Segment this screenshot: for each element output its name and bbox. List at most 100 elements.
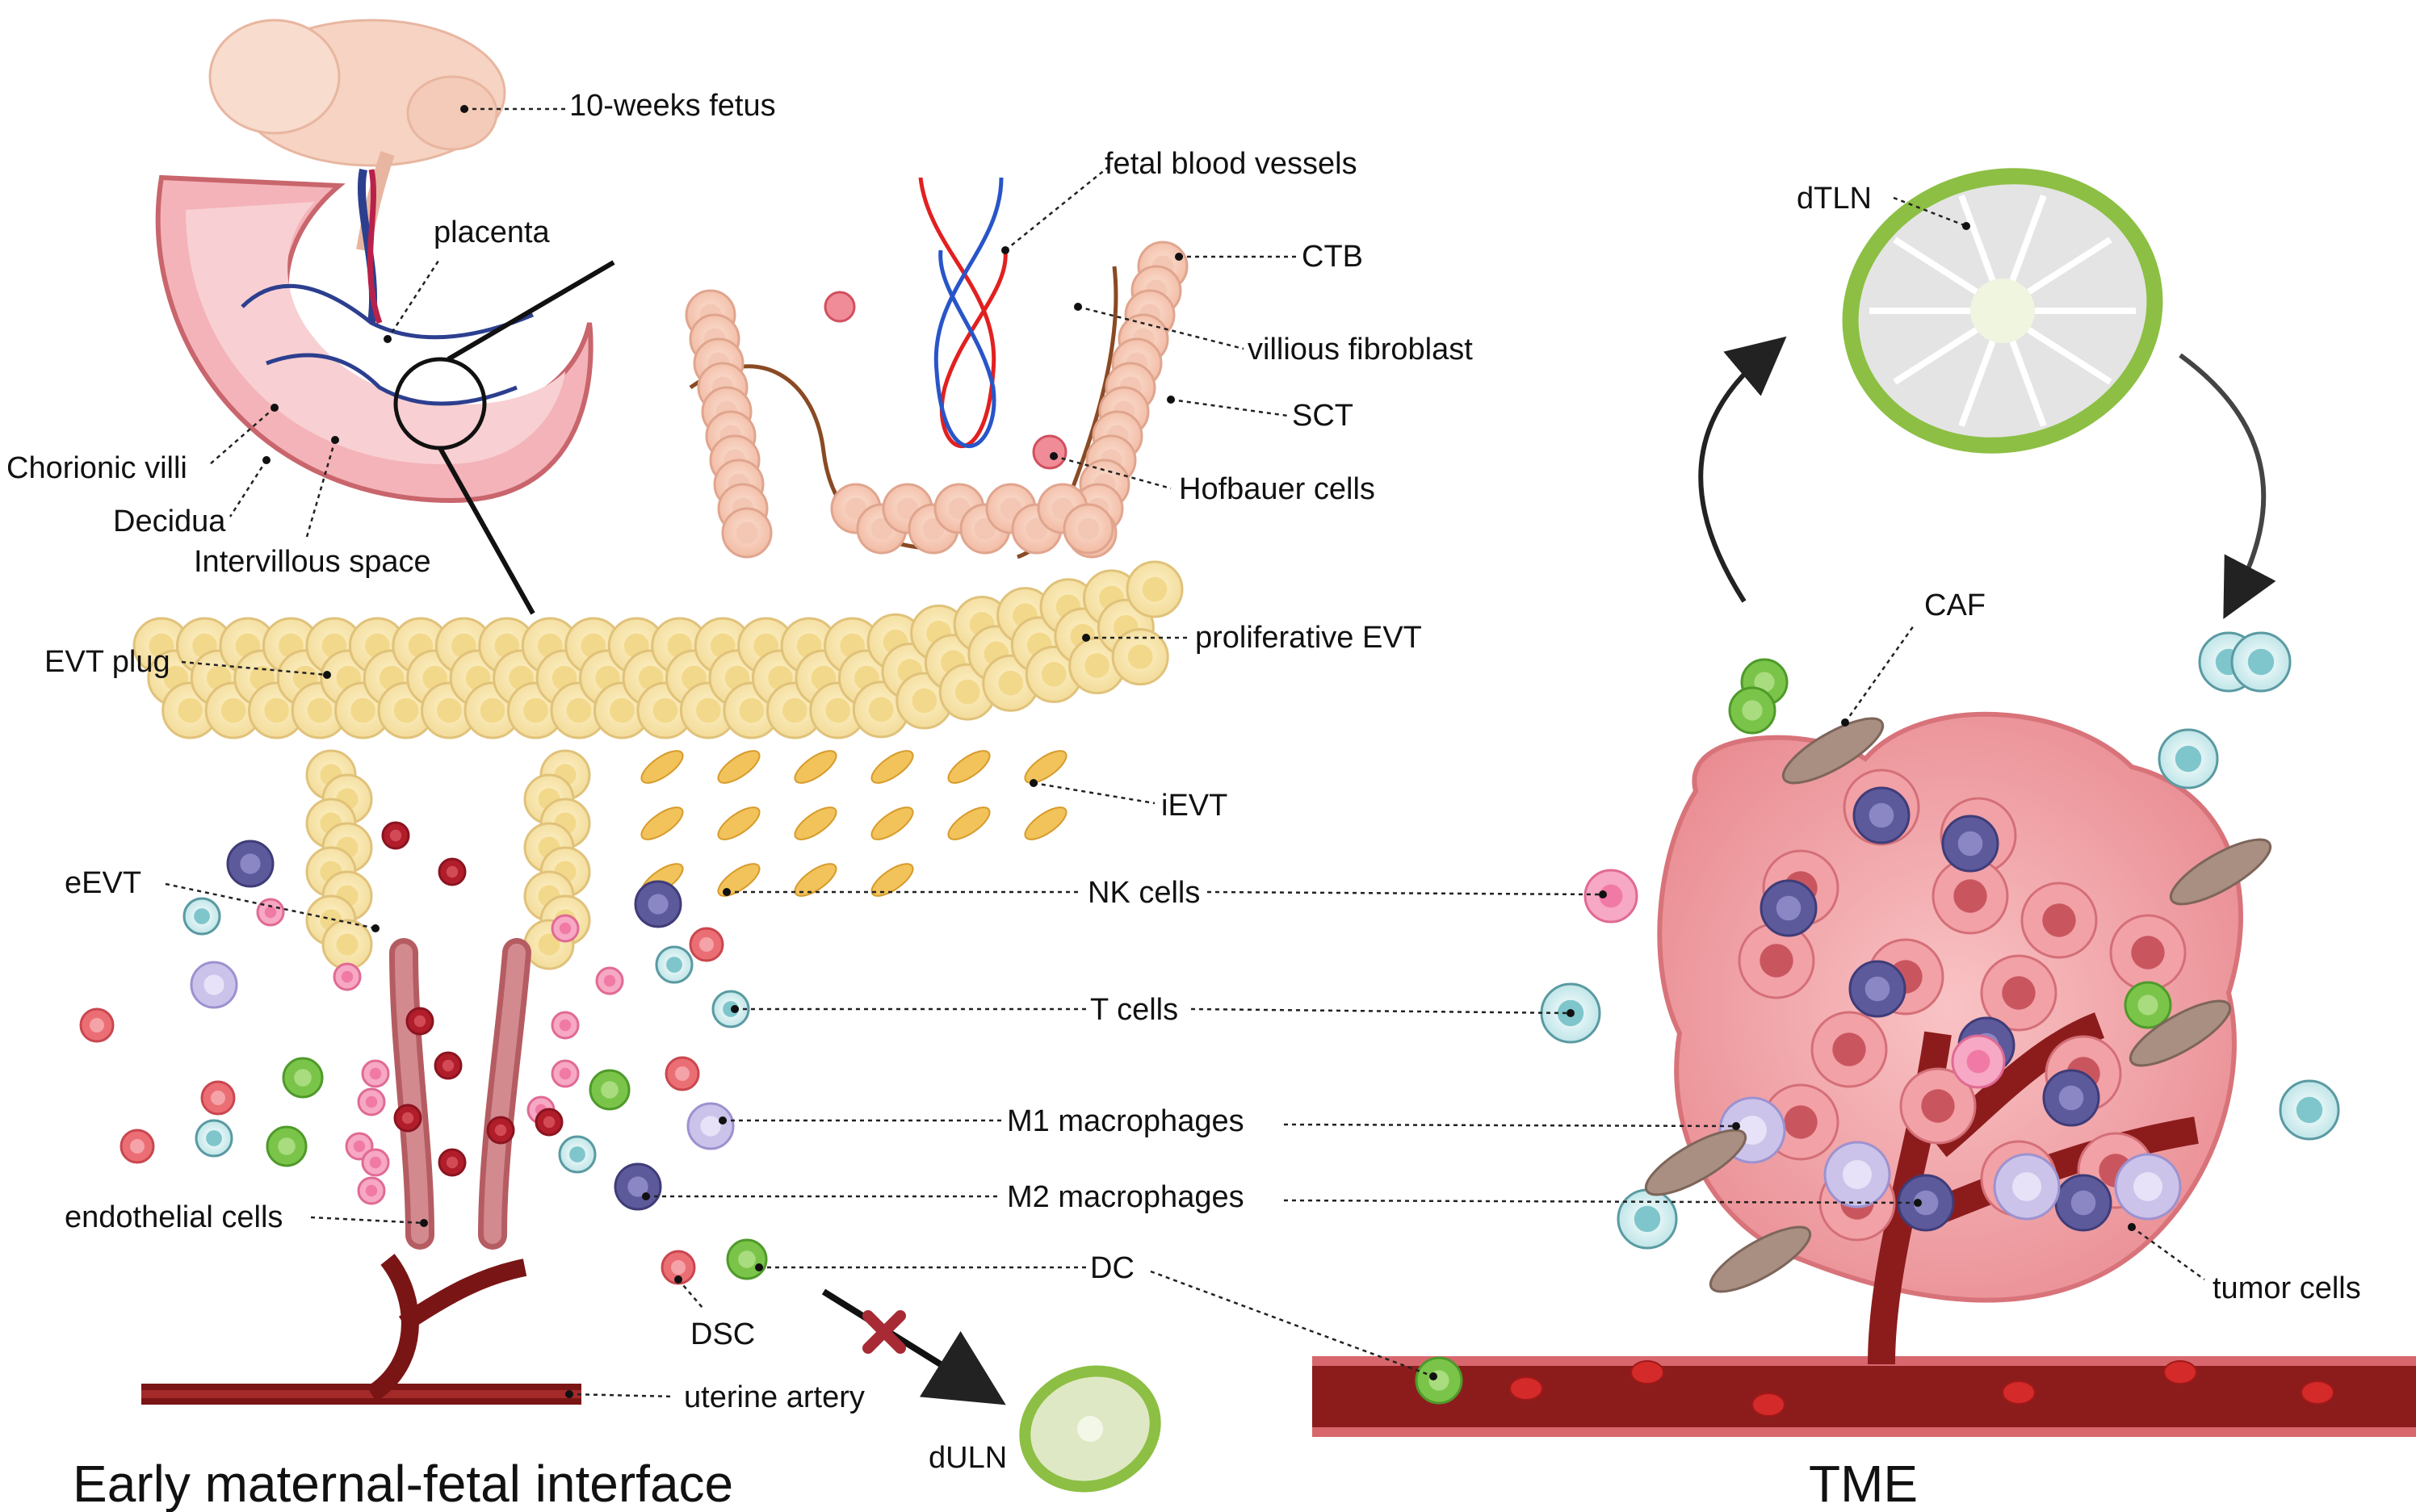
decidual-stromal-cell <box>661 1250 696 1285</box>
nk-cell <box>595 966 624 995</box>
dc-migration-arrow <box>821 1288 1006 1405</box>
red-blood-cell <box>434 1051 463 1080</box>
nk-cell <box>551 1011 580 1040</box>
t-cell <box>182 897 221 936</box>
ievt-cell <box>1024 750 1067 784</box>
label-endothelial-cells: endothelial cells <box>65 1200 283 1234</box>
tme-red-blood-cell <box>1630 1360 1664 1384</box>
caf-cell <box>2169 838 2272 906</box>
m1-macrophage <box>686 1102 735 1150</box>
dtln-septum <box>2027 237 2112 295</box>
tumor-cell <box>1980 954 2057 1032</box>
red-blood-cell <box>381 821 410 850</box>
label-duln: dULN <box>929 1441 1007 1475</box>
tumor-cell <box>1932 857 2009 935</box>
zoom-line-bottom <box>438 446 535 615</box>
dtln-lymph-node <box>1842 168 2163 454</box>
nk-cell <box>357 1087 386 1116</box>
tme-t-cell <box>2279 1079 2340 1141</box>
label-decidua: Decidua <box>113 505 226 538</box>
tumor-cell <box>2109 914 2187 991</box>
caf-cell <box>1709 1225 1812 1293</box>
m2-macrophage <box>614 1162 662 1211</box>
ievt-cell <box>870 750 914 784</box>
tme-red-blood-cell <box>2301 1380 2334 1405</box>
label-fetus: 10-weeks fetus <box>569 89 776 123</box>
evt-cell <box>321 919 373 970</box>
dtln-septum <box>1958 340 1996 428</box>
label-dtln: dTLN <box>1797 182 1872 216</box>
dtln-septum <box>1893 237 1978 295</box>
tme-m2-macrophage <box>2054 1174 2112 1232</box>
label-nk-cells: NK cells <box>1088 876 1200 910</box>
label-intervillous-space: Intervillous space <box>194 545 431 579</box>
ievt-cell <box>717 863 761 897</box>
nk-cell <box>357 1176 386 1205</box>
tme-m2-macrophage <box>1941 815 1999 873</box>
caf-cell <box>1644 1129 1747 1196</box>
tumor-cell <box>1738 922 1815 999</box>
fetus-illustration <box>208 19 506 252</box>
dendritic-cell <box>589 1069 631 1111</box>
dendritic-cell <box>726 1238 768 1280</box>
tme-m2-macrophage <box>1848 960 1906 1018</box>
decidual-stromal-cell <box>665 1056 700 1091</box>
tumor-cells-group <box>1415 631 2340 1417</box>
label-fetal-blood-vessels: fetal blood vessels <box>1105 147 1357 181</box>
ievt-cell <box>717 806 761 840</box>
tme-m2-macrophage <box>2042 1069 2100 1127</box>
tme-m1-macrophage <box>2114 1153 2182 1221</box>
tme-dendritic-cell <box>1415 1356 1463 1405</box>
tumor-cell <box>2020 882 2098 959</box>
label-caf: CAF <box>1924 588 1986 622</box>
caf-cell <box>1781 717 1885 785</box>
nk-cell <box>333 962 362 991</box>
title-tme: TME <box>1809 1455 1918 1512</box>
decidual-stromal-cell <box>120 1129 155 1164</box>
label-evt-plug: EVT plug <box>44 645 170 679</box>
tumor-cell <box>1899 1067 1977 1145</box>
evt-plug-cells <box>132 560 1184 970</box>
ievt-cell <box>640 750 684 784</box>
evt-cell <box>852 681 910 739</box>
label-chorionic-villi: Chorionic villi <box>6 451 187 485</box>
dtln-septum <box>1893 327 1978 385</box>
label-villious-fibroblast: villious fibroblast <box>1248 333 1473 366</box>
m2-macrophage <box>226 840 275 888</box>
red-blood-cell <box>438 857 467 886</box>
placenta-crescent <box>155 169 594 504</box>
nk-cell <box>361 1148 390 1177</box>
tme-m1-macrophage <box>1993 1153 2061 1221</box>
decidual-stromal-cell <box>200 1080 236 1116</box>
ievt-cell <box>794 750 837 784</box>
label-sct: SCT <box>1292 399 1353 433</box>
label-placenta: placenta <box>434 216 551 249</box>
label-tumor-cells: tumor cells <box>2213 1271 2361 1305</box>
duln-lymph-node <box>1019 1365 1161 1493</box>
label-m1-macrophages: M1 macrophages <box>1007 1104 1244 1138</box>
tme-t-cell <box>1617 1188 1678 1250</box>
label-dc: DC <box>1090 1251 1135 1285</box>
tme-nk-cell <box>1583 869 1638 924</box>
label-ctb: CTB <box>1302 240 1363 274</box>
caf-cell <box>2129 999 2232 1067</box>
ievt-cell <box>947 806 991 840</box>
dtln-septum <box>2009 194 2047 282</box>
nk-cell <box>361 1059 390 1088</box>
blocked-cross-icon <box>862 1310 906 1354</box>
label-dsc: DSC <box>690 1317 755 1351</box>
nk-cell <box>256 898 285 927</box>
ievt-cell <box>794 863 837 897</box>
label-uterine-artery: uterine artery <box>684 1380 865 1414</box>
red-blood-cell <box>535 1108 564 1137</box>
tme-dendritic-cell <box>2124 981 2172 1029</box>
spiral-artery <box>389 938 531 1250</box>
tme-dendritic-cell <box>1728 686 1776 735</box>
tme-nk-cell <box>1951 1034 2006 1089</box>
tme-t-cell <box>2230 631 2292 693</box>
label-eevt: eEVT <box>65 866 141 900</box>
t-cell <box>195 1119 233 1158</box>
tme-red-blood-cell <box>2163 1360 2197 1384</box>
m1-macrophage <box>190 961 238 1009</box>
t-cell <box>558 1135 597 1174</box>
